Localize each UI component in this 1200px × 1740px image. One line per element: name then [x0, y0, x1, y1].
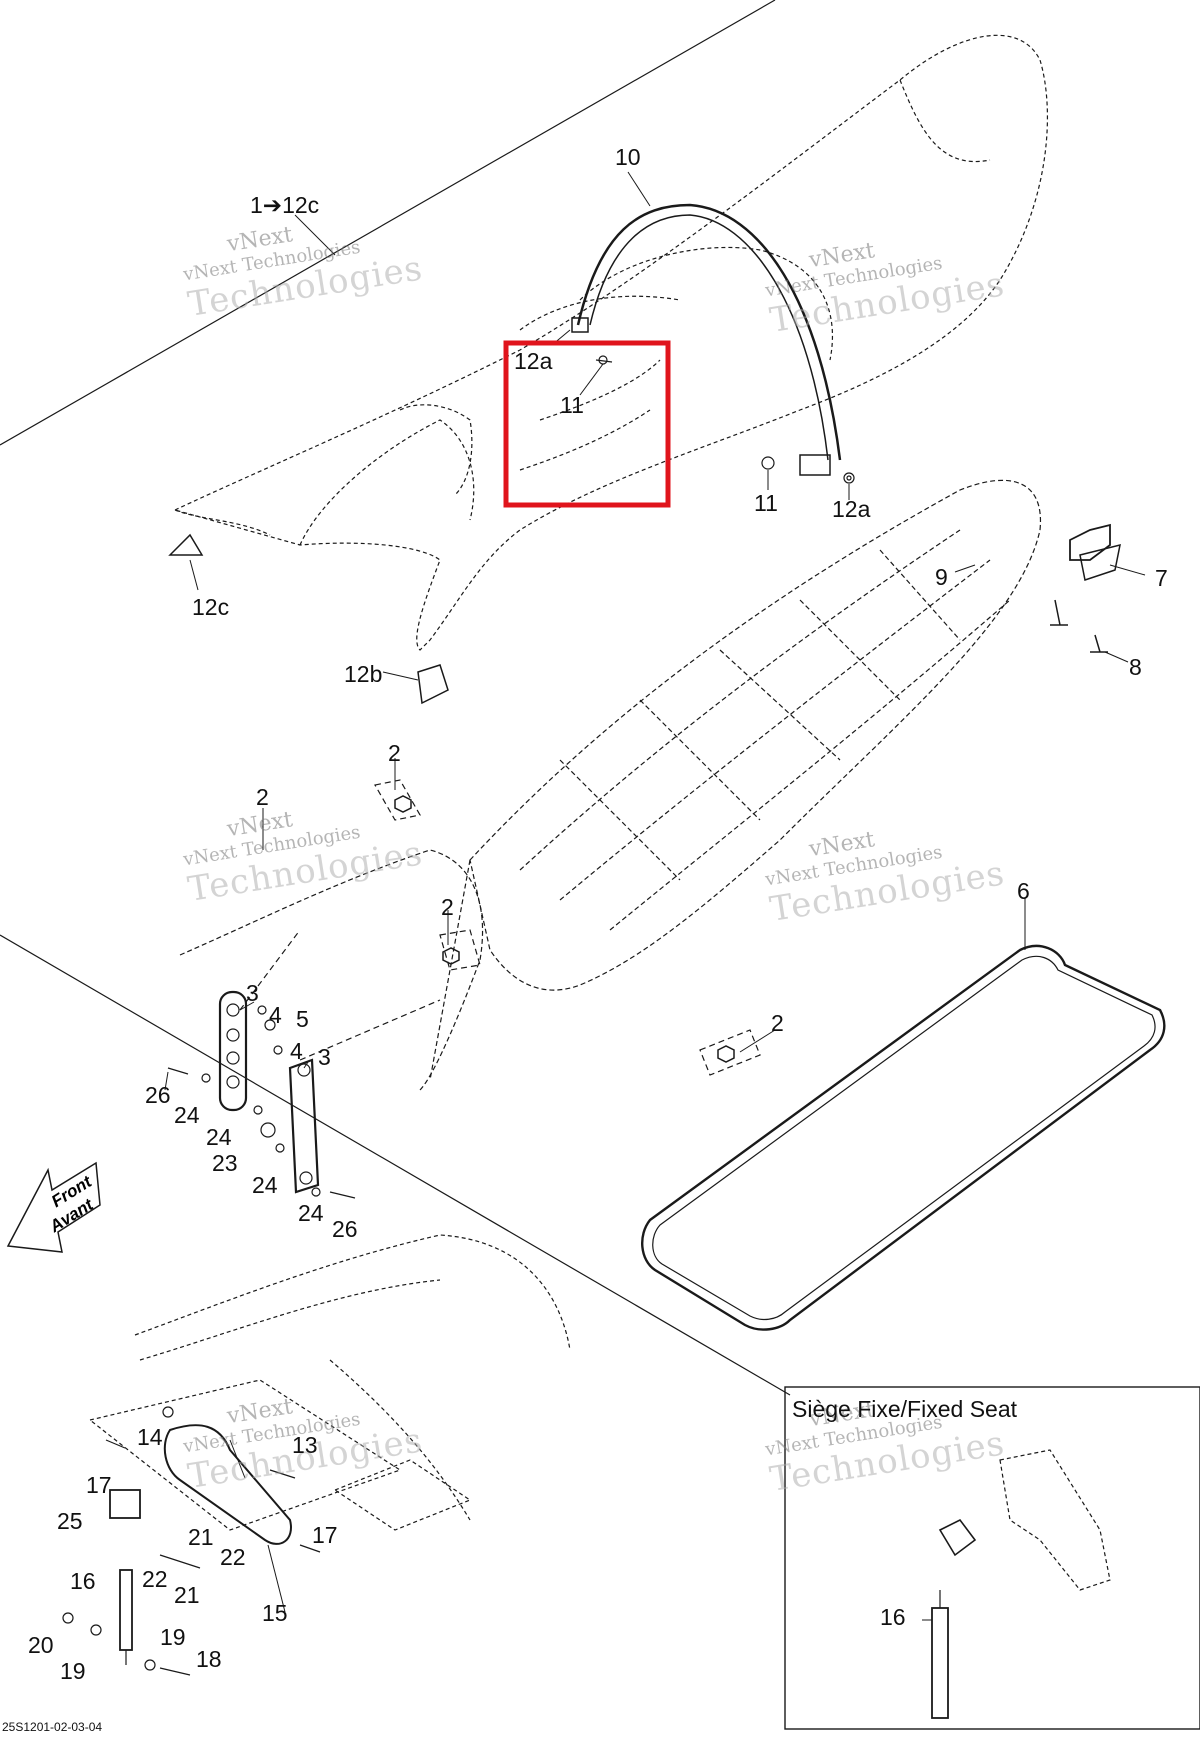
callout-14: 14: [137, 1424, 163, 1450]
separator-line-bottom: [0, 934, 791, 1396]
callout-16: 16: [880, 1604, 906, 1630]
callout-16: 16: [70, 1568, 96, 1594]
callout-3: 3: [318, 1044, 331, 1070]
callout-5: 5: [296, 1006, 309, 1032]
callout-3: 3: [246, 980, 259, 1006]
callout-17: 17: [86, 1472, 112, 1498]
callout-23: 23: [212, 1150, 238, 1176]
callout-11: 11: [560, 392, 584, 418]
callout-24: 24: [252, 1172, 278, 1198]
callout-22: 22: [142, 1566, 168, 1592]
seat-strap: [576, 203, 842, 461]
callout-19: 19: [60, 1658, 86, 1684]
callout-2: 2: [256, 784, 269, 810]
callout-12b: 12b: [344, 661, 383, 687]
callout-17: 17: [312, 1522, 338, 1548]
fixed-seat-inset-frame: [784, 1386, 1200, 1730]
callout-22: 22: [220, 1544, 246, 1570]
separator-line-top: [0, 0, 776, 446]
seat-frame: [179, 479, 1042, 1091]
callout-11: 11: [754, 490, 778, 516]
callout-24: 24: [206, 1124, 232, 1150]
front-arrow-shape: [6, 1161, 101, 1253]
seal-gasket: [641, 944, 1166, 1331]
callout-25: 25: [57, 1508, 83, 1534]
rear-bracket: [163, 1424, 292, 1545]
callout-2: 2: [771, 1010, 784, 1036]
callout-6: 6: [1017, 878, 1030, 904]
callout-4: 4: [269, 1002, 282, 1028]
callout-9: 9: [935, 564, 948, 590]
reference-code: 25S1201-02-03-04: [2, 1720, 103, 1734]
callout-8: 8: [1129, 654, 1142, 680]
linkage-arms: [167, 990, 356, 1199]
callout-1-12c: 1➔12c: [250, 192, 320, 218]
callout-7: 7: [1155, 565, 1168, 591]
callout-13: 13: [292, 1432, 318, 1458]
rear-frame: [88, 1234, 571, 1531]
callout-15: 15: [262, 1600, 288, 1626]
highlight-box: [503, 340, 671, 508]
seat-cushion: [173, 34, 1049, 651]
inset-title: Siège Fixe/Fixed Seat: [792, 1396, 1018, 1422]
damper-16: [119, 1569, 133, 1651]
callout-26: 26: [145, 1082, 171, 1108]
callout-21: 21: [174, 1582, 200, 1608]
callout-12c: 12c: [192, 594, 230, 620]
callout-2: 2: [441, 894, 454, 920]
callout-21: 21: [188, 1524, 214, 1550]
callout-20: 20: [28, 1632, 54, 1658]
callout-24: 24: [298, 1200, 324, 1226]
callout-12a: 12a: [832, 496, 871, 522]
nut-11: [761, 456, 775, 470]
callout-24: 24: [174, 1102, 200, 1128]
callout-19: 19: [160, 1624, 186, 1650]
callout-18: 18: [196, 1646, 222, 1672]
callout-4: 4: [290, 1038, 303, 1064]
callout-12a: 12a: [514, 348, 553, 374]
callout-2: 2: [388, 740, 401, 766]
callout-26: 26: [332, 1216, 358, 1242]
callout-10: 10: [615, 144, 641, 170]
